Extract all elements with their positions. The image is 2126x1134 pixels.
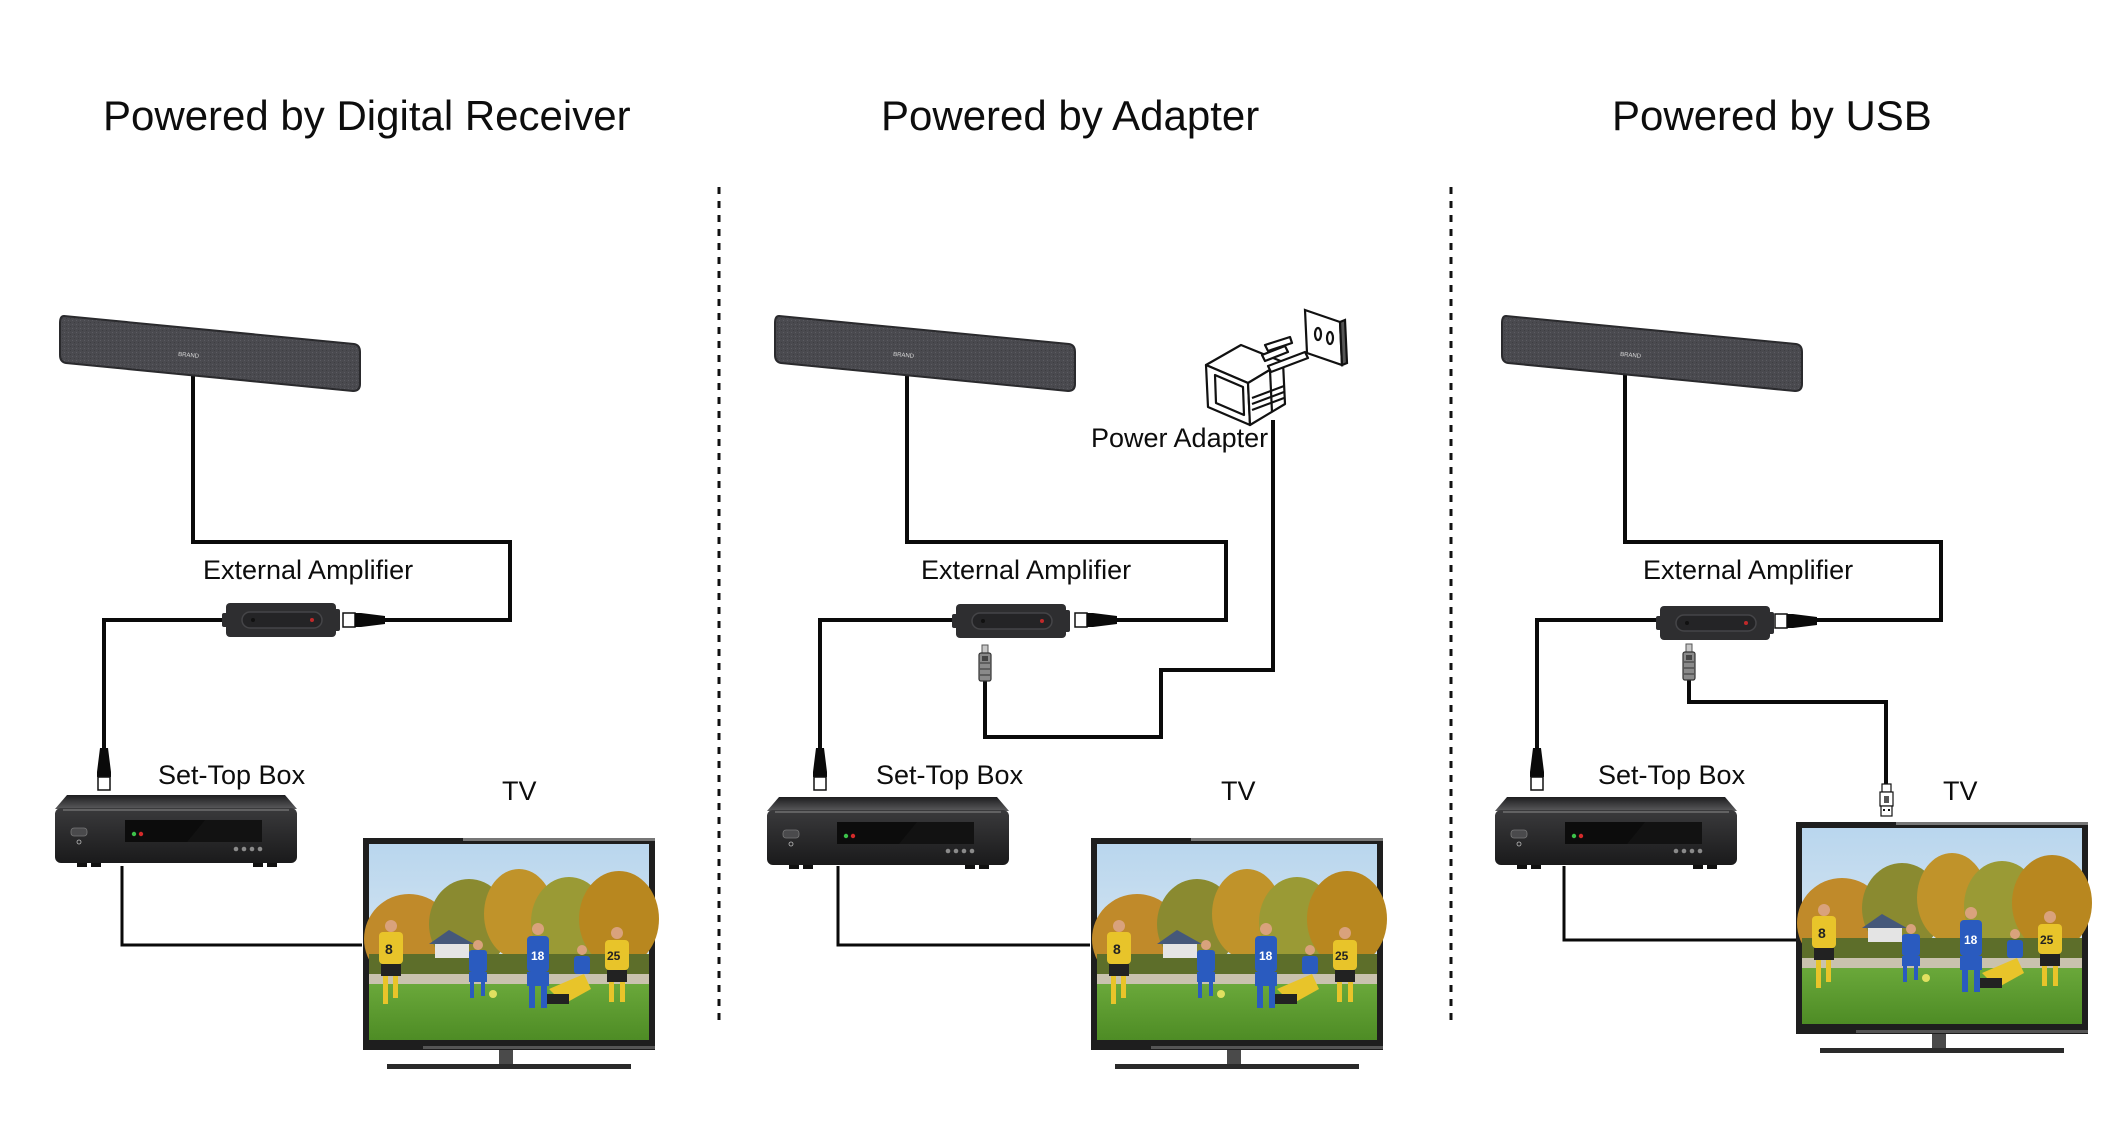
antenna-icon xyxy=(1501,315,1803,392)
set-top-box-label: Set-Top Box xyxy=(158,760,306,790)
set-top-box-icon xyxy=(1494,796,1738,870)
power-adapter-label: Power Adapter xyxy=(1091,423,1269,453)
set-top-box-icon xyxy=(766,796,1010,870)
stb-to-tv-cable xyxy=(836,866,1090,947)
wall-socket-icon xyxy=(1303,308,1349,367)
usb-plug-icon xyxy=(1879,783,1894,817)
tv-icon xyxy=(1796,822,2092,1053)
coax-plug-icon xyxy=(342,612,386,628)
set-top-box-label: Set-Top Box xyxy=(876,760,1024,790)
power-cable xyxy=(983,420,1275,739)
antenna-cable xyxy=(905,372,1228,622)
coax-cable-to-stb xyxy=(102,618,225,748)
antenna-cable xyxy=(191,372,512,622)
tv-label: TV xyxy=(1943,776,1978,806)
section-title-digital-receiver: Powered by Digital Receiver xyxy=(103,92,631,139)
dc-plug-icon xyxy=(978,644,992,682)
amplifier-icon xyxy=(221,602,341,638)
coax-cable-to-stb xyxy=(1535,618,1660,748)
section-title-usb: Powered by USB xyxy=(1612,92,1932,139)
stb-to-tv-cable xyxy=(120,866,362,947)
stb-to-tv-cable xyxy=(1562,866,1796,942)
amplifier-label: External Amplifier xyxy=(203,555,414,585)
coax-plug-icon xyxy=(1074,612,1118,628)
tv-icon xyxy=(1091,838,1387,1069)
coax-plug-icon xyxy=(1774,613,1818,629)
section-digital-receiver xyxy=(54,315,659,1069)
section-title-adapter: Powered by Adapter xyxy=(881,92,1260,139)
antenna-icon xyxy=(59,315,361,392)
antenna-icon xyxy=(774,315,1076,392)
amplifier-icon xyxy=(951,603,1071,639)
tv-icon xyxy=(363,838,659,1069)
amplifier-label: External Amplifier xyxy=(1643,555,1854,585)
coax-plug-icon xyxy=(1529,747,1545,791)
coax-plug-icon xyxy=(812,747,828,791)
dc-plug-icon xyxy=(1682,643,1696,681)
amplifier-icon xyxy=(1655,605,1775,641)
set-top-box-icon xyxy=(54,794,298,868)
coax-cable-to-stb xyxy=(818,618,955,748)
power-adapter-icon xyxy=(1204,335,1310,427)
tv-label: TV xyxy=(1221,776,1256,806)
amplifier-label: External Amplifier xyxy=(921,555,1132,585)
antenna-cable xyxy=(1623,372,1943,622)
coax-plug-icon xyxy=(96,747,112,791)
section-adapter xyxy=(766,308,1387,1069)
section-usb xyxy=(1494,315,2092,1053)
tv-label: TV xyxy=(502,776,537,806)
usb-power-cable xyxy=(1687,680,1888,784)
set-top-box-label: Set-Top Box xyxy=(1598,760,1746,790)
